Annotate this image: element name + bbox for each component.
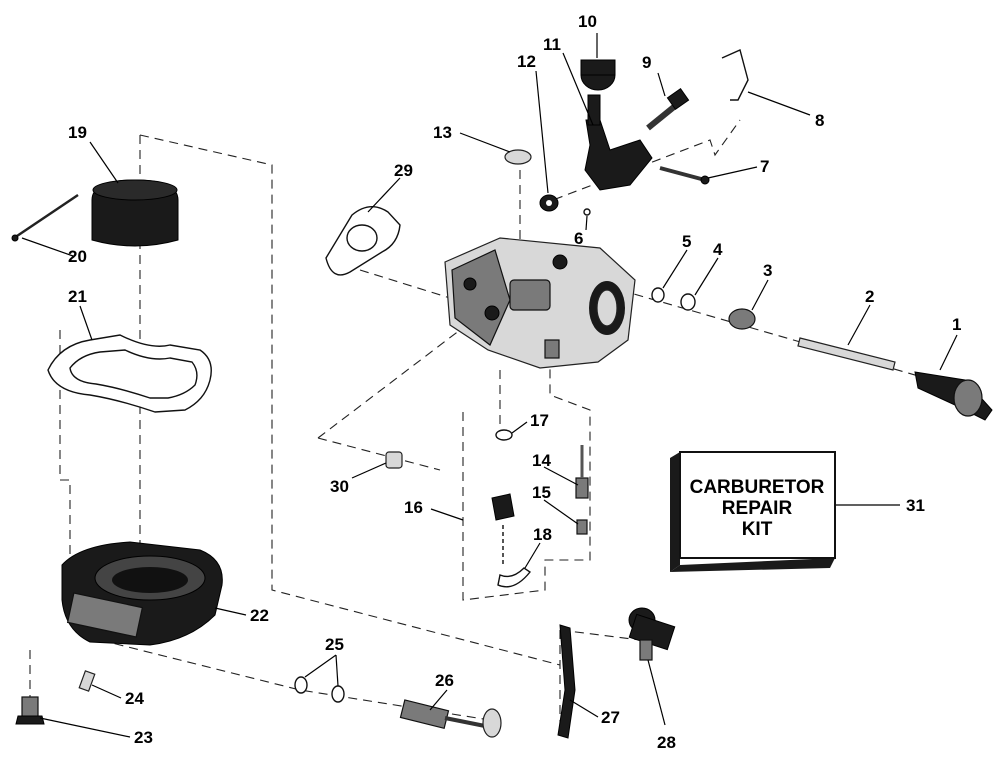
callout-4: 4 (713, 240, 723, 259)
part-3-seat (728, 308, 756, 330)
callout-26: 26 (435, 671, 454, 690)
callout-11: 11 (543, 35, 561, 54)
callout-27: 27 (601, 708, 620, 727)
part-20-pin (11, 193, 79, 242)
part-22-float-bowl (61, 541, 223, 646)
kit-label-line3: KIT (742, 519, 773, 540)
part-8-clip (721, 49, 749, 101)
callout-7: 7 (760, 157, 769, 176)
callout-25: 25 (325, 635, 344, 654)
callout-31: 31 (906, 496, 925, 515)
callout-5: 5 (682, 232, 691, 251)
callout-21: 21 (68, 287, 87, 306)
part-6-ball (583, 208, 591, 216)
callout-2: 2 (865, 287, 874, 306)
callout-12: 12 (517, 52, 536, 71)
part-14-jet (575, 445, 589, 499)
part-11-lever (584, 94, 653, 191)
part-29-gasket (325, 206, 401, 276)
callout-labels: 1 2 3 4 5 6 7 8 9 10 11 12 13 14 15 16 1… (68, 12, 961, 752)
callout-9: 9 (642, 53, 651, 72)
callout-16: 16 (404, 498, 423, 517)
part-21-gasket (47, 334, 212, 413)
part-2-needle (797, 337, 896, 371)
part-19-float (91, 179, 179, 247)
kit-label-line1: CARBURETOR (690, 477, 825, 498)
part-17-gasket (495, 429, 513, 441)
callout-15: 15 (532, 483, 551, 502)
callout-30: 30 (330, 477, 349, 496)
part-10-cap (580, 59, 616, 91)
part-28-fitting (628, 607, 676, 661)
part-18-nozzle (491, 493, 532, 588)
part-15-jet (576, 519, 588, 535)
part-7-screw (659, 166, 710, 185)
callout-23: 23 (134, 728, 153, 747)
callout-3: 3 (763, 261, 772, 280)
part-13-plug (504, 149, 532, 165)
callout-19: 19 (68, 123, 87, 142)
part-4-oring (680, 293, 696, 311)
callout-17: 17 (530, 411, 549, 430)
callout-10: 10 (578, 12, 597, 31)
callout-1: 1 (952, 315, 961, 334)
callout-29: 29 (394, 161, 413, 180)
callout-28: 28 (657, 733, 676, 752)
part-30-plug (385, 451, 403, 469)
part-23-screw (15, 696, 45, 725)
part-25-orings (294, 676, 345, 703)
carburetor-body (444, 237, 636, 369)
callout-24: 24 (125, 689, 144, 708)
part-26-shaft (399, 699, 502, 738)
part-12-washer (539, 194, 559, 212)
callout-20: 20 (68, 247, 87, 266)
callout-8: 8 (815, 111, 824, 130)
part-27-link (557, 624, 576, 739)
part-9-screw (646, 87, 690, 131)
part-5-oring (651, 287, 665, 303)
leader-lines (21, 33, 958, 738)
callout-13: 13 (433, 123, 452, 142)
callout-6: 6 (574, 229, 583, 248)
part-24-pin (78, 670, 96, 692)
kit-label-line2: REPAIR (722, 498, 793, 519)
repair-kit-box: CARBURETOR REPAIR KIT (670, 451, 836, 572)
part-1-fitting (914, 371, 993, 421)
callout-14: 14 (532, 451, 551, 470)
callout-18: 18 (533, 525, 552, 544)
callout-22: 22 (250, 606, 269, 625)
